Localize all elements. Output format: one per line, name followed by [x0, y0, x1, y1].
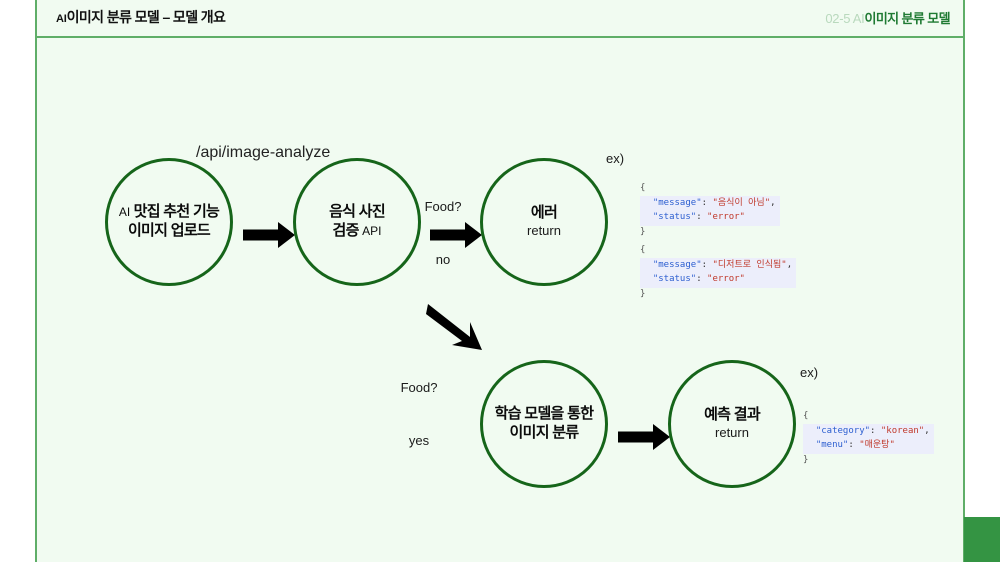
- node-error-title: 에러: [530, 204, 558, 222]
- code-sep-1a: :: [701, 197, 713, 208]
- node-image-upload-line2: 이미지 업로드: [127, 222, 211, 239]
- code-close-brace-1: }: [640, 226, 646, 237]
- condition-food-no: Food? no: [412, 163, 474, 303]
- code-block-error-dessert: { "message": "디저트로 인식됨", "status": "erro…: [640, 230, 797, 302]
- code-body-2: "message": "디저트로 인식됨", "status": "error": [640, 257, 797, 288]
- code-key-message-1: "message": [652, 197, 702, 208]
- arrow-verify-to-classify-diagonal: [426, 304, 482, 350]
- node-verify-line2-bold: 검증: [332, 222, 359, 239]
- code-sep-3b: :: [848, 439, 860, 450]
- code-open-brace-1: {: [640, 182, 646, 193]
- code-block-error-not-food: { "message": "음식이 아님", "status": "error"…: [640, 168, 780, 240]
- node-classify-line2: 이미지 분류: [509, 424, 580, 441]
- node-image-upload-ai-prefix: AI: [118, 205, 131, 220]
- corner-accent-block: [964, 517, 1000, 562]
- code-sep-1b: :: [696, 211, 708, 222]
- code-open-brace-2: {: [640, 244, 646, 255]
- node-verify-line1: 음식 사진: [329, 203, 386, 221]
- node-image-upload-line1: AI 맛집 추천 기능: [118, 203, 220, 222]
- condition-food-yes: Food? yes: [388, 344, 450, 484]
- arrow-classify-to-predict: [618, 424, 670, 450]
- code-sep-2b: :: [696, 273, 708, 284]
- node-image-upload[interactable]: AI 맛집 추천 기능 이미지 업로드: [105, 158, 233, 286]
- code-value-message-1: "음식이 아님": [712, 197, 771, 208]
- left-vertical-rule: [35, 0, 37, 562]
- code-value-category-3: "korean": [880, 425, 925, 436]
- code-body-1: "message": "음식이 아님", "status": "error": [640, 195, 780, 226]
- section-label: 이미지 분류 모델: [864, 11, 950, 26]
- section-number: 02-5 AI: [825, 11, 865, 26]
- node-error-subtitle: return: [527, 222, 561, 238]
- condition-food-no-line2: no: [435, 251, 451, 267]
- code-trail-1a: ,: [770, 197, 776, 208]
- section-indicator: 02-5 AI이미지 분류 모델: [825, 11, 950, 27]
- arrow-upload-to-verify: [243, 222, 295, 248]
- code-trail-2a: ,: [786, 259, 793, 270]
- code-sep-2a: :: [701, 259, 713, 270]
- page-title: AI이미지 분류 모델 – 모델 개요: [56, 9, 226, 26]
- page-title-main: 이미지 분류 모델 – 모델 개요: [66, 9, 226, 25]
- api-path-label: /api/image-analyze: [196, 144, 331, 161]
- page-title-prefix: AI: [56, 13, 67, 25]
- code-block-predict-result: { "category": "korean", "menu": "매운탕" }: [803, 396, 934, 468]
- condition-food-yes-line1: Food?: [400, 380, 438, 396]
- code-key-message-2: "message": [652, 259, 702, 270]
- node-predict-title: 예측 결과: [704, 406, 761, 424]
- header-divider-rule: [36, 36, 964, 38]
- code-close-brace-2: }: [640, 288, 646, 299]
- node-prediction-result[interactable]: 예측 결과 return: [668, 360, 796, 488]
- code-body-3: "category": "korean", "menu": "매운탕": [803, 423, 934, 454]
- code-key-status-2: "status": [652, 273, 697, 284]
- example-label-predict: ex): [800, 365, 819, 380]
- code-close-brace-3: }: [803, 454, 809, 465]
- code-value-status-2: "error": [707, 273, 745, 284]
- node-verify-api-suffix: API: [362, 224, 382, 238]
- node-error-return[interactable]: 에러 return: [480, 158, 608, 286]
- code-key-category-3: "category": [815, 425, 871, 436]
- code-key-menu-3: "menu": [815, 439, 849, 450]
- node-classify-line1: 학습 모델을 통한: [494, 405, 594, 423]
- node-model-classification[interactable]: 학습 모델을 통한 이미지 분류: [480, 360, 608, 488]
- code-value-message-2: "디저트로 인식됨": [712, 259, 787, 270]
- code-trail-3a: ,: [924, 425, 930, 436]
- code-sep-3a: :: [870, 425, 881, 436]
- code-open-brace-3: {: [803, 410, 809, 421]
- condition-food-yes-line2: yes: [408, 432, 430, 448]
- code-key-status-1: "status": [652, 211, 697, 222]
- node-image-upload-title: 맛집 추천 기능: [133, 203, 220, 221]
- code-value-menu-3: "매운탕": [859, 439, 895, 450]
- condition-food-no-line1: Food?: [424, 199, 462, 215]
- node-verify-line2: 검증 API: [332, 222, 381, 241]
- arrow-verify-to-error: [430, 222, 482, 248]
- right-vertical-rule: [963, 0, 965, 562]
- example-label-error: ex): [606, 151, 625, 166]
- code-value-status-1: "error": [707, 211, 745, 222]
- node-food-photo-verify-api[interactable]: 음식 사진 검증 API: [293, 158, 421, 286]
- node-predict-subtitle: return: [715, 424, 749, 440]
